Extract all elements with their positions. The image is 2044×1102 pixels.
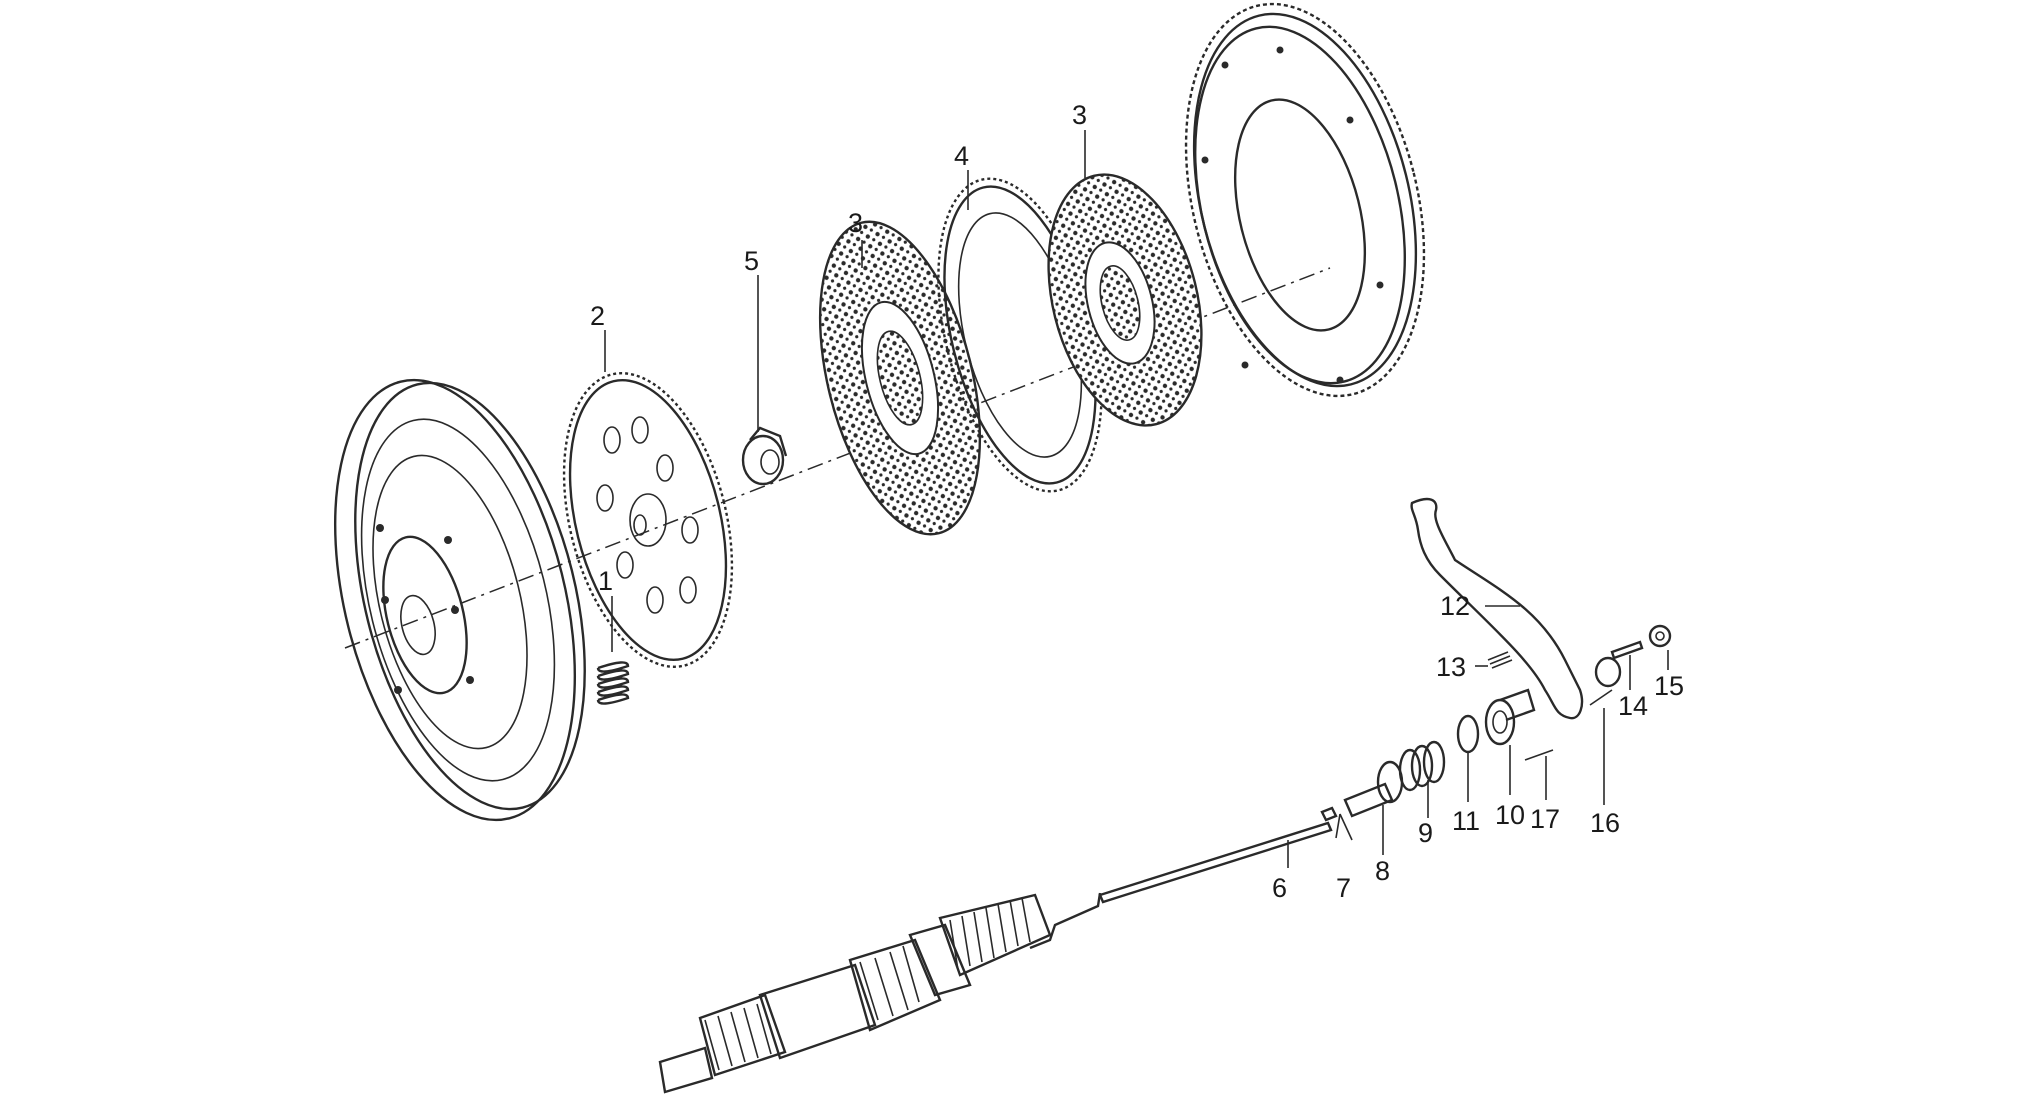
cotter-pin [1524, 749, 1554, 800]
spring-part [596, 596, 630, 705]
callout-5: 5 [744, 246, 759, 276]
callout-15: 15 [1654, 671, 1684, 701]
callout-16: 16 [1590, 808, 1620, 838]
piston-part [1343, 760, 1404, 855]
lever-pivot [1589, 656, 1622, 805]
callout-3-right: 3 [1072, 100, 1087, 130]
callout-9: 9 [1418, 818, 1433, 848]
callout-14: 14 [1618, 691, 1648, 721]
callout-6: 6 [1272, 873, 1287, 903]
main-shaft [658, 892, 1102, 1094]
hub-part [741, 275, 788, 486]
small-nut [1320, 806, 1353, 841]
push-rod [1098, 821, 1333, 904]
callout-17: 17 [1530, 804, 1560, 834]
callout-12: 12 [1440, 591, 1470, 621]
drive-plate [562, 330, 734, 668]
callout-8: 8 [1375, 856, 1390, 886]
callout-1: 1 [598, 566, 613, 596]
release-lever [1410, 497, 1584, 720]
pin-part [1610, 640, 1644, 690]
callout-2: 2 [590, 301, 605, 331]
friction-disc-right [1047, 130, 1203, 427]
callout-4: 4 [954, 141, 969, 171]
callout-13: 13 [1436, 652, 1466, 682]
callout-7: 7 [1336, 873, 1351, 903]
flywheel [333, 378, 586, 822]
bearing-part [1484, 688, 1536, 795]
o-ring [1456, 714, 1480, 802]
washer-stack [1398, 740, 1446, 818]
callout-10: 10 [1495, 800, 1525, 830]
ring-gear [1184, 2, 1426, 398]
callout-3-left: 3 [848, 208, 863, 238]
callout-11: 11 [1452, 806, 1480, 836]
small-spring [1475, 651, 1513, 669]
nut-part [1648, 624, 1672, 670]
